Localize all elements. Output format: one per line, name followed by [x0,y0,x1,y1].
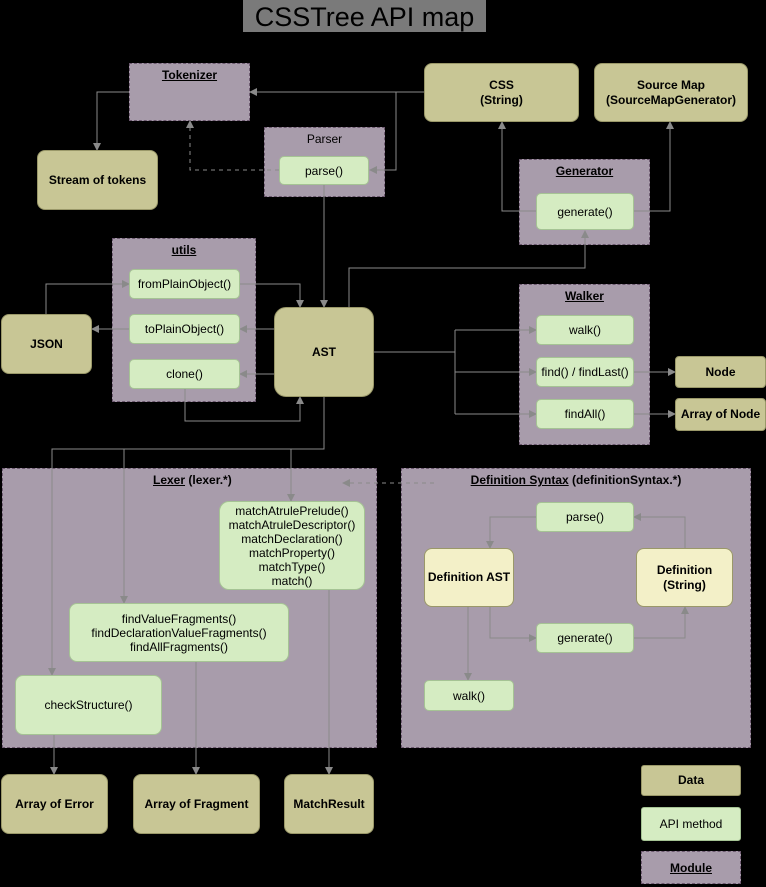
walker-module-title: Walker [565,289,604,303]
walk-method: walk() [536,315,634,345]
utils-module-title: utils [171,243,197,257]
to-plain-object-method: toPlainObject() [129,314,240,344]
lexer-module-title: Lexer [153,473,186,487]
generator-module-title: Generator [555,164,614,178]
tokenizer-module-title: Tokenizer [161,68,218,82]
generate-method: generate() [536,193,634,230]
definition-string-node: Definition (String) [636,548,733,607]
source-map-node: Source Map (SourceMapGenerator) [594,63,748,122]
stream-of-tokens-node: Stream of tokens [37,150,158,210]
node-output: Node [675,356,766,388]
from-plain-object-method: fromPlainObject() [129,269,240,299]
definition-syntax-module-title: Definition Syntax [470,473,569,487]
parse-method: parse() [279,156,369,185]
definition-ast-node: Definition AST [424,548,514,607]
legend-module-label: Module [670,860,712,875]
page-title: CSSTree API map [243,0,486,32]
legend-api-method: API method [641,807,741,841]
clone-method: clone() [129,359,240,389]
css-string-node: CSS (String) [424,63,579,122]
array-of-node-output: Array of Node [675,398,766,431]
definition-syntax-module-suffix: (definitionSyntax.*) [568,473,682,487]
json-node: JSON [1,314,92,374]
legend-data: Data [641,765,741,796]
lexer-fragments-methods: findValueFragments() findDeclarationValu… [69,603,289,662]
array-of-fragment-node: Array of Fragment [133,774,260,834]
definition-walk-method: walk() [424,680,514,711]
ast-node: AST [274,307,374,397]
legend-module: Module [641,851,741,884]
definition-parse-method: parse() [536,502,634,532]
array-of-error-node: Array of Error [1,774,108,834]
definition-generate-method: generate() [536,623,634,653]
parser-module-title: Parser [306,132,343,146]
lexer-module-suffix: (lexer.*) [185,473,232,487]
lexer-match-methods: matchAtrulePrelude() matchAtruleDescript… [219,501,365,590]
match-result-node: MatchResult [284,774,374,834]
check-structure-method: checkStructure() [15,675,162,735]
find-all-method: findAll() [536,399,634,429]
find-method: find() / findLast() [536,357,634,387]
